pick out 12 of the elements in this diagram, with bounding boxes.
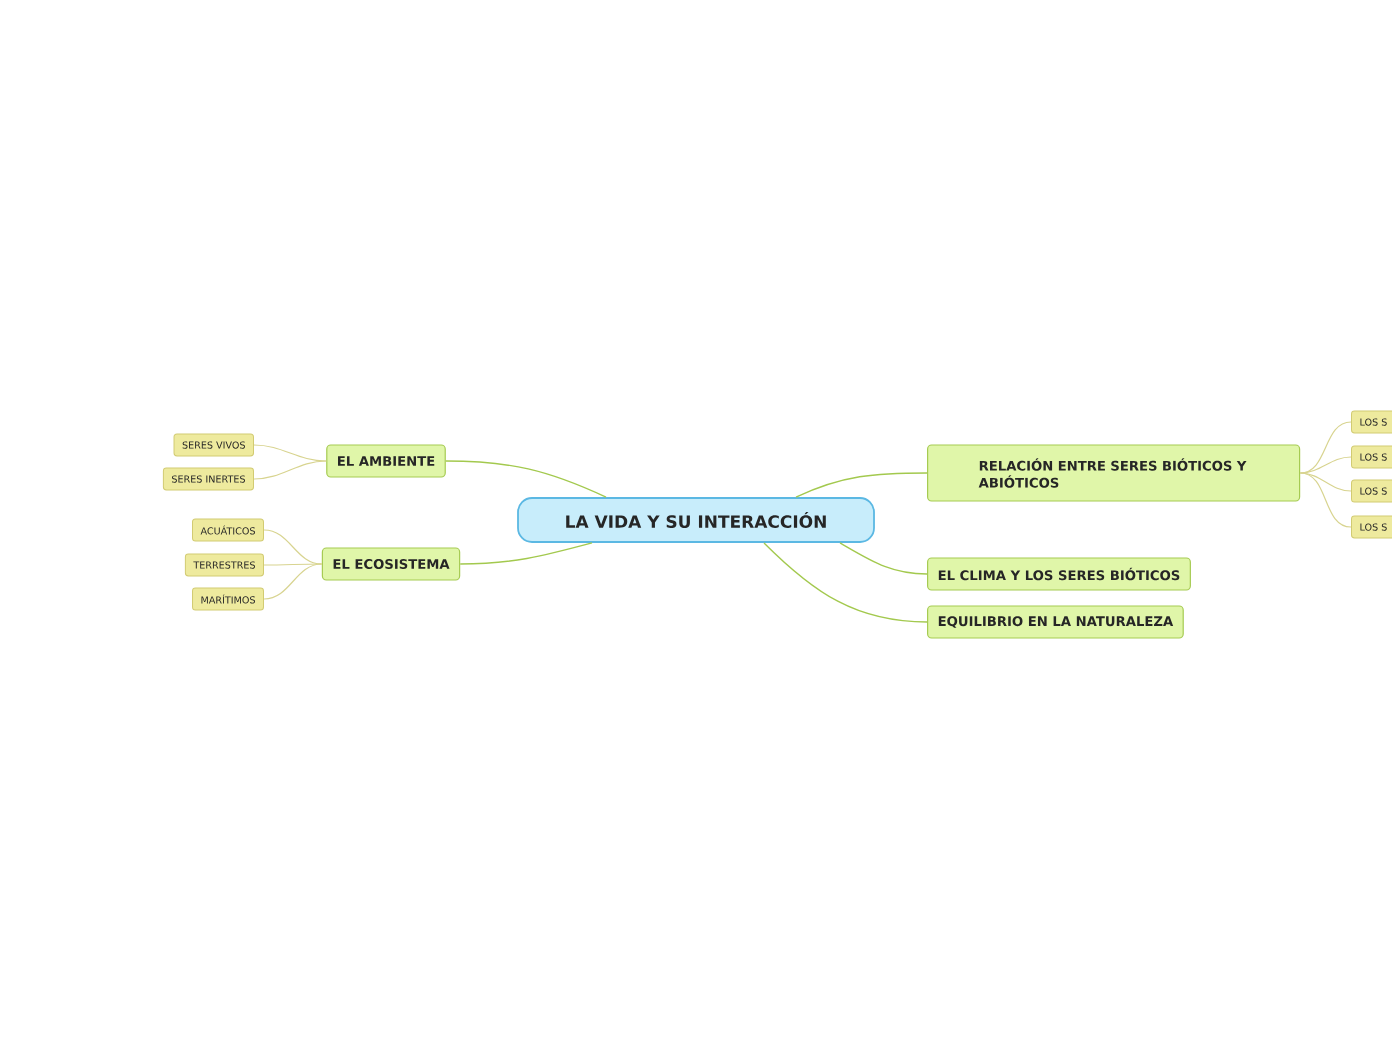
connector <box>459 542 593 565</box>
connector <box>445 460 607 498</box>
connector <box>1299 456 1352 474</box>
connector <box>263 563 323 566</box>
connector <box>263 563 323 600</box>
connector <box>839 542 928 575</box>
central-topic: LA VIDA Y SU INTERACCIÓN <box>517 497 875 543</box>
connector <box>1299 472 1352 528</box>
connector <box>253 444 327 462</box>
connector <box>795 472 928 498</box>
connector <box>253 460 327 480</box>
connector <box>763 542 928 623</box>
